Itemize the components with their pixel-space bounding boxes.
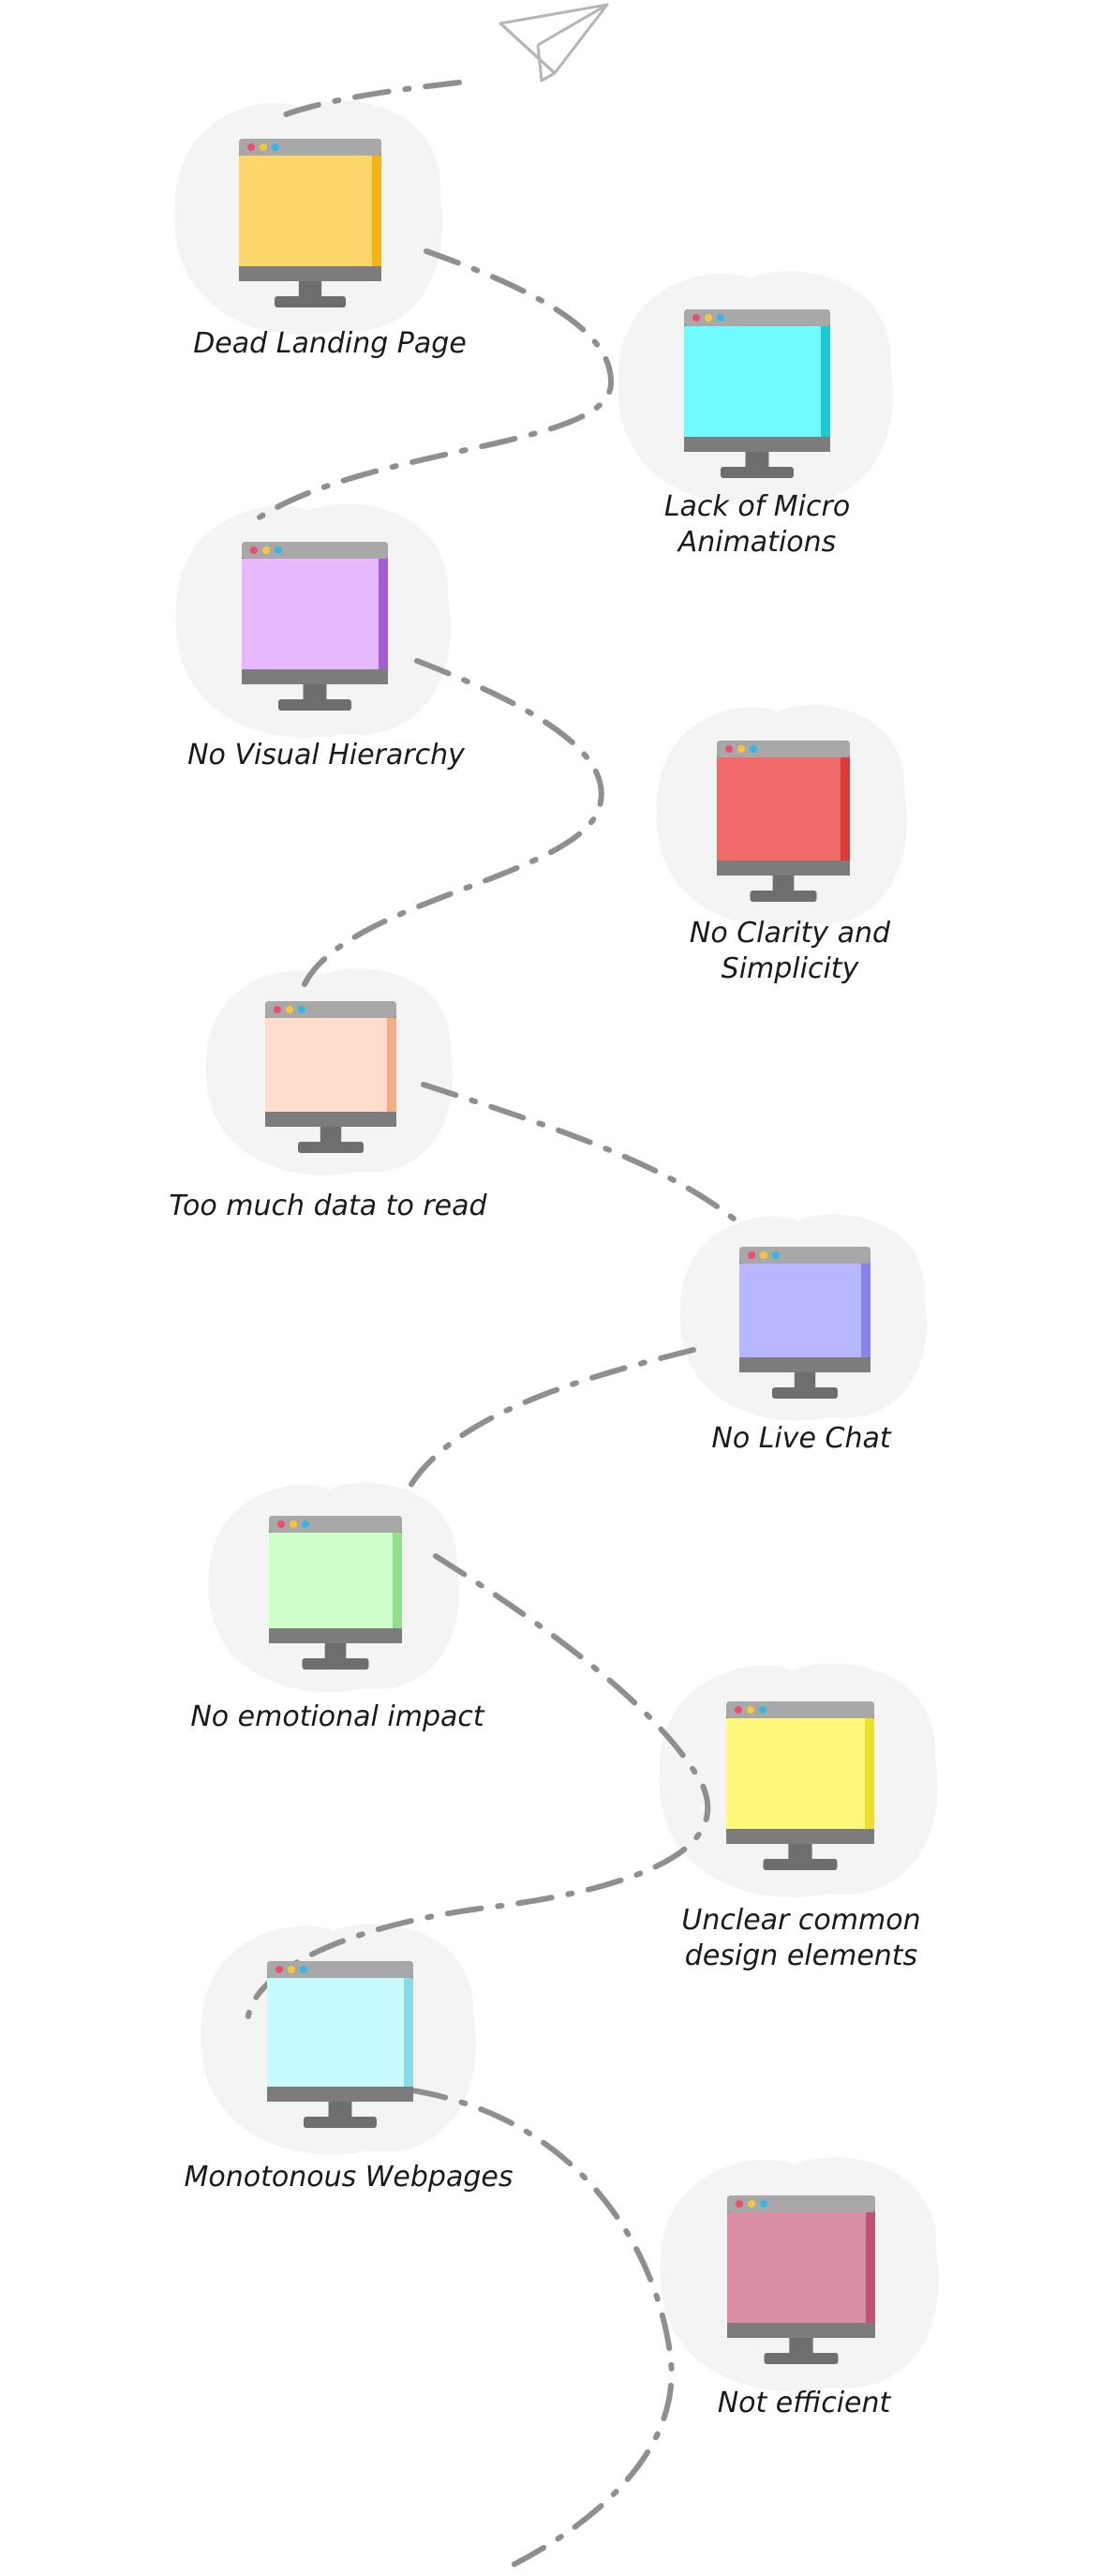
step-label-dead-landing-page: Dead Landing Page <box>193 327 467 360</box>
step-label-unclear-common-design-elements: Unclear common design elements <box>681 1904 921 1972</box>
monitor-no-emotional-impact <box>269 1516 402 1670</box>
monitor-dead-landing-page <box>239 139 381 307</box>
step-label-no-live-chat: No Live Chat <box>711 1422 891 1455</box>
monitor-no-visual-hierarchy <box>242 542 388 711</box>
monitor-unclear-common-design-elements <box>726 1701 874 1870</box>
step-label-lack-of-micro-animations: Lack of Micro Animations <box>663 490 851 559</box>
monitor-not-efficient <box>727 2195 875 2364</box>
step-label-no-emotional-impact: No emotional impact <box>190 1700 484 1733</box>
step-label-no-clarity-and-simplicity: No Clarity and Simplicity <box>689 917 891 985</box>
step-label-not-efficient: Not efficient <box>717 2387 891 2419</box>
step-label-monotonous-webpages: Monotonous Webpages <box>184 2161 513 2194</box>
monitor-no-live-chat <box>739 1247 870 1399</box>
step-label-no-visual-hierarchy: No Visual Hierarchy <box>187 739 465 771</box>
monitor-lack-of-micro-animations <box>684 309 830 478</box>
monitor-monotonous-webpages <box>267 1961 413 2128</box>
step-label-too-much-data-to-read: Too much data to read <box>169 1190 487 1222</box>
monitor-no-clarity-and-simplicity <box>717 741 850 902</box>
dashed-connector-path <box>245 80 748 2571</box>
monitor-too-much-data-to-read <box>265 1001 396 1153</box>
paper-plane-icon <box>498 3 609 82</box>
